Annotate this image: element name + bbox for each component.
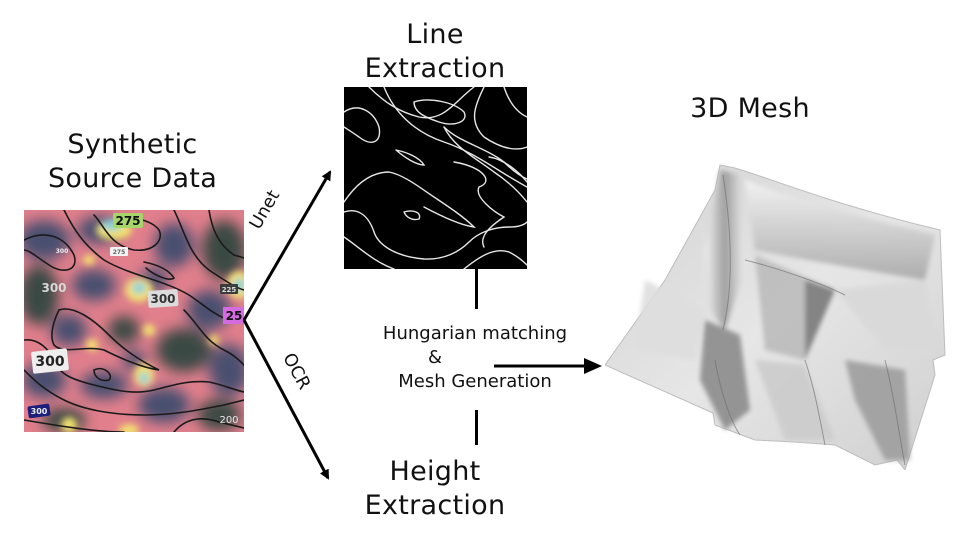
extracted-contours-graphic [344,87,527,269]
line-extraction-heading-line2: Extraction [364,53,506,84]
map-label-25: 25 [226,309,243,323]
3d-mesh-render [605,164,946,470]
mesh-heading: 3D Mesh [690,93,810,124]
map-label-300-small: 300 [56,248,69,255]
merge-line-2: & [427,347,443,368]
map-label-225: 225 [222,286,237,294]
map-label-200: 200 [219,415,238,426]
merge-step-label: Hungarian matching & Mesh Generation [340,322,610,394]
height-extraction-heading-line1: Height [389,456,481,487]
line-extraction-heading-line1: Line [406,19,464,50]
source-data-heading: Synthetic Source Data [30,128,235,196]
map-label-275-small: 275 [113,249,126,256]
connector-top [475,269,478,309]
height-extraction-heading: Height Extraction [345,455,525,523]
synthetic-source-map: 275 275 300 300 225 25 300 300 200 300 [24,210,244,432]
source-data-heading-line1: Synthetic [67,129,198,160]
unet-arrow [242,170,332,321]
map-label-300-large: 300 [35,354,64,370]
source-data-heading-line2: Source Data [47,163,218,194]
line-extraction-heading: Line Extraction [345,18,525,86]
map-label-300-navy: 300 [31,407,48,416]
merge-line-3: Mesh Generation [398,371,552,392]
branch-arrows [242,170,332,480]
source-map-graphic: 275 275 300 300 225 25 300 300 200 300 [24,210,244,432]
map-label-300-plain: 300 [41,281,66,295]
line-extraction-map [344,87,527,269]
merge-line-1: Hungarian matching [382,323,568,344]
ocr-arrow [242,319,330,480]
to-mesh-arrow [494,358,602,374]
map-label-300-grey: 300 [150,292,175,306]
map-label-275: 275 [115,214,140,228]
connector-bottom [475,410,478,445]
height-extraction-heading-line2: Extraction [364,490,506,521]
